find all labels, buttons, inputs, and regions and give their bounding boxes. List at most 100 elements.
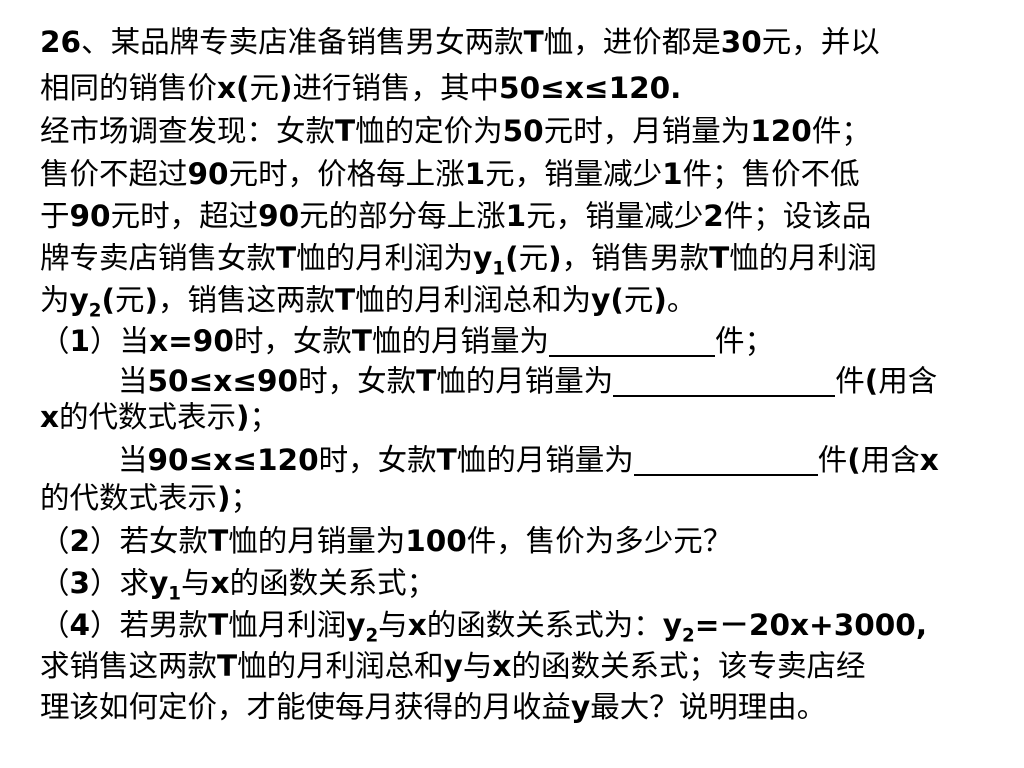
- text-segment: 恤的月销量为: [436, 364, 614, 398]
- bold-text: x: [407, 608, 427, 642]
- bold-text: 50: [502, 114, 544, 148]
- text-segment: 恤的月利润总和为: [355, 283, 592, 317]
- text-segment: 用含: [878, 364, 938, 398]
- text-segment: 进行销售，其中: [292, 71, 500, 105]
- text-segment: 售价不超过: [40, 157, 188, 191]
- text-segment: 元: [518, 241, 549, 275]
- text-segment: 元: [114, 283, 145, 317]
- text-segment: 恤的月销量为: [228, 524, 406, 558]
- text-segment: 件；: [715, 324, 775, 358]
- text-segment: 经市场调查发现：女款: [40, 114, 336, 148]
- bold-text: y: [473, 241, 493, 275]
- text-segment: 为: [40, 283, 70, 317]
- problem-line-2: 相同的销售价x(元)进行销售，其中50≤x≤120.: [40, 68, 681, 108]
- text-segment: ）若女款: [90, 524, 209, 558]
- bold-text: T: [335, 114, 356, 148]
- question-4-line: （4）若男款T恤月利润y2与x的函数关系式为：y2=－20x+3000,: [40, 605, 927, 645]
- bold-text: 90: [187, 157, 229, 191]
- text-segment: 的函数关系式为：: [426, 608, 663, 642]
- text-segment: 。: [666, 283, 697, 317]
- text-segment: 与: [181, 566, 211, 600]
- text-segment: 与: [378, 608, 408, 642]
- text-segment: 的代数式表示: [59, 400, 237, 434]
- bold-text: ): [236, 400, 250, 434]
- problem-line-3: 经市场调查发现：女款T恤的定价为50元时，月销量为120件；: [40, 111, 871, 151]
- text-segment: 求销售这两款: [40, 649, 218, 683]
- text-segment: ）若男款: [90, 608, 209, 642]
- bold-text: T: [523, 25, 544, 59]
- text-segment: 元: [249, 71, 280, 105]
- bold-text: ): [279, 71, 293, 105]
- text-segment: （: [40, 524, 70, 558]
- bold-text: x: [919, 443, 939, 477]
- bold-text: y: [662, 608, 682, 642]
- bold-text: 50≤x≤120.: [499, 71, 682, 105]
- bold-text: x: [40, 400, 60, 434]
- bold-text: y: [571, 690, 591, 724]
- question-3-line: （3）求y1与x的函数关系式；: [40, 563, 436, 603]
- text-segment: ）当: [90, 324, 150, 358]
- bold-text: 90: [69, 199, 111, 233]
- subscript: 1: [168, 583, 182, 603]
- text-segment: 时，女款: [233, 324, 352, 358]
- bold-text: y: [443, 649, 463, 683]
- bold-text: ): [217, 481, 231, 515]
- bold-text: 1: [505, 199, 527, 233]
- question-1-part-b: 当50≤x≤90时，女款T恤的月销量为件(用含: [118, 361, 937, 401]
- text-segment: 当: [118, 443, 148, 477]
- text-segment: 件；: [811, 114, 871, 148]
- problem-line-5: 于90元时，超过90元的部分每上涨1元，销量减少2件；设该品: [40, 196, 871, 236]
- text-segment: 元: [623, 283, 654, 317]
- text-segment: 元，销量减少: [526, 199, 704, 233]
- bold-text: T: [276, 241, 297, 275]
- bold-text: ): [548, 241, 562, 275]
- text-segment: （: [40, 566, 70, 600]
- text-segment: 于: [40, 199, 70, 233]
- bold-text: 90: [258, 199, 300, 233]
- text-segment: ，销售男款: [561, 241, 710, 275]
- question-4-line-2: 求销售这两款T恤的月利润总和y与x的函数关系式；该专卖店经: [40, 646, 865, 686]
- bold-text: 3: [69, 566, 91, 600]
- bold-text: T: [436, 443, 457, 477]
- text-segment: 恤，进价都是: [543, 25, 721, 59]
- bold-text: y: [149, 566, 169, 600]
- text-segment: 时，女款: [298, 364, 417, 398]
- text-segment: 的函数关系式；该专卖店经: [511, 649, 866, 683]
- bold-text: (: [101, 283, 115, 317]
- answer-blank: [613, 367, 836, 397]
- problem-line-4: 售价不超过90元时，价格每上涨1元，销量减少1件；售价不低: [40, 154, 860, 194]
- text-segment: ；: [230, 481, 261, 515]
- text-segment: 用含: [860, 443, 920, 477]
- bold-text: y: [69, 283, 89, 317]
- text-segment: （: [40, 324, 70, 358]
- text-segment: 元时，价格每上涨: [228, 157, 465, 191]
- text-segment: 元的部分每上涨: [299, 199, 506, 233]
- answer-blank: [549, 327, 716, 357]
- subscript: 1: [492, 258, 506, 278]
- text-segment: 恤月利润: [228, 608, 347, 642]
- question-1-part-c-cont: 的代数式表示)；: [40, 478, 260, 518]
- subscript: 2: [365, 625, 379, 645]
- question-1-line: （1）当x=90时，女款T恤的月销量为件；: [40, 321, 774, 361]
- subscript: 2: [88, 300, 102, 320]
- bold-text: (: [864, 364, 879, 398]
- text-segment: 元，并以: [761, 25, 880, 59]
- text-segment: ；: [249, 400, 280, 434]
- bold-text: ): [653, 283, 667, 317]
- problem-line-1: 26、某品牌专卖店准备销售男女两款T恤，进价都是30元，并以: [40, 22, 880, 62]
- bold-text: ): [144, 283, 158, 317]
- bold-text: (: [505, 241, 519, 275]
- bold-text: T: [416, 364, 437, 398]
- text-segment: 件；售价不低: [682, 157, 860, 191]
- bold-text: T: [709, 241, 730, 275]
- question-4-line-3: 理该如何定价，才能使每月获得的月收益y最大？说明理由。: [40, 687, 826, 727]
- bold-text: 2: [69, 524, 91, 558]
- bold-text: 100: [405, 524, 467, 558]
- bold-text: T: [217, 649, 238, 683]
- subscript: 2: [681, 625, 695, 645]
- text-segment: 恤的月利润: [729, 241, 877, 275]
- bold-text: T: [208, 608, 229, 642]
- question-1-part-b-cont: x的代数式表示)；: [40, 397, 279, 437]
- bold-text: 90≤x≤120: [147, 443, 319, 477]
